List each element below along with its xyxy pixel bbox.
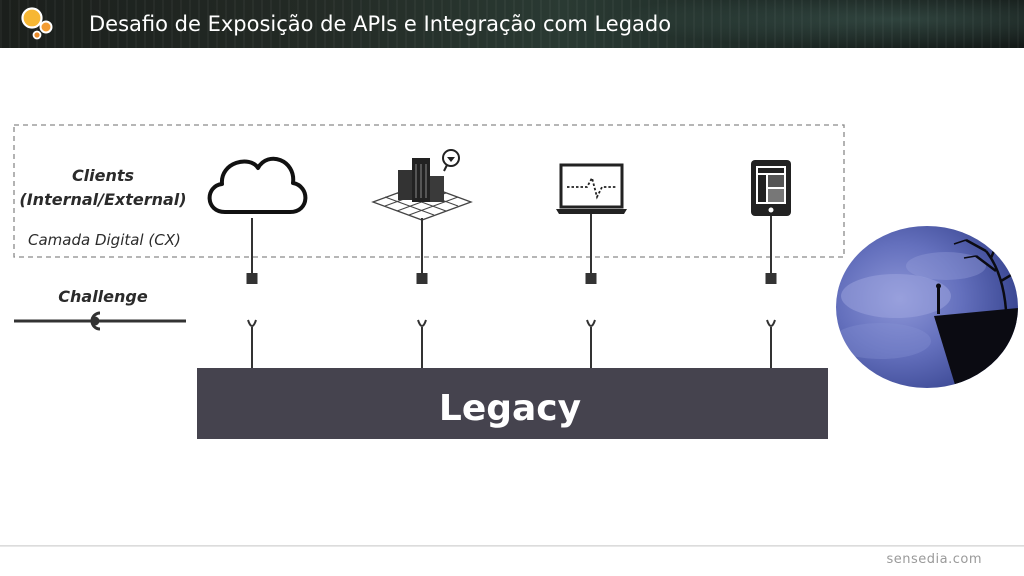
- connector-4: [765, 216, 777, 370]
- cloud-icon: [207, 156, 308, 214]
- legacy-label: Legacy: [439, 388, 581, 429]
- connector-3: [585, 214, 597, 370]
- cliff-photo: [836, 226, 1018, 388]
- tablet-icon: [751, 160, 791, 216]
- digital-layer-label: Camada Digital (CX): [28, 231, 181, 249]
- building-icon: [371, 149, 473, 221]
- footer-brand: sensedia.com: [886, 552, 982, 567]
- laptop-icon: [556, 163, 627, 214]
- legacy-box: [197, 368, 828, 439]
- connector-1: [246, 218, 258, 370]
- page-title: Desafio de Exposição de APIs e Integraçã…: [89, 12, 672, 36]
- challenge-connector-icon: [14, 311, 186, 331]
- challenge-label: Challenge: [58, 287, 148, 306]
- clients-type-label: (Internal/External): [19, 190, 186, 209]
- clients-label: Clients: [72, 166, 134, 185]
- connector-2: [416, 218, 428, 370]
- footer-divider: [0, 545, 1024, 547]
- sensedia-logo-icon: [21, 7, 53, 40]
- header-texture: [0, 0, 1024, 48]
- header-glow: [604, 0, 1024, 48]
- digital-layer-box: [13, 124, 845, 258]
- slide-header: Desafio de Exposição de APIs e Integraçã…: [0, 0, 1024, 48]
